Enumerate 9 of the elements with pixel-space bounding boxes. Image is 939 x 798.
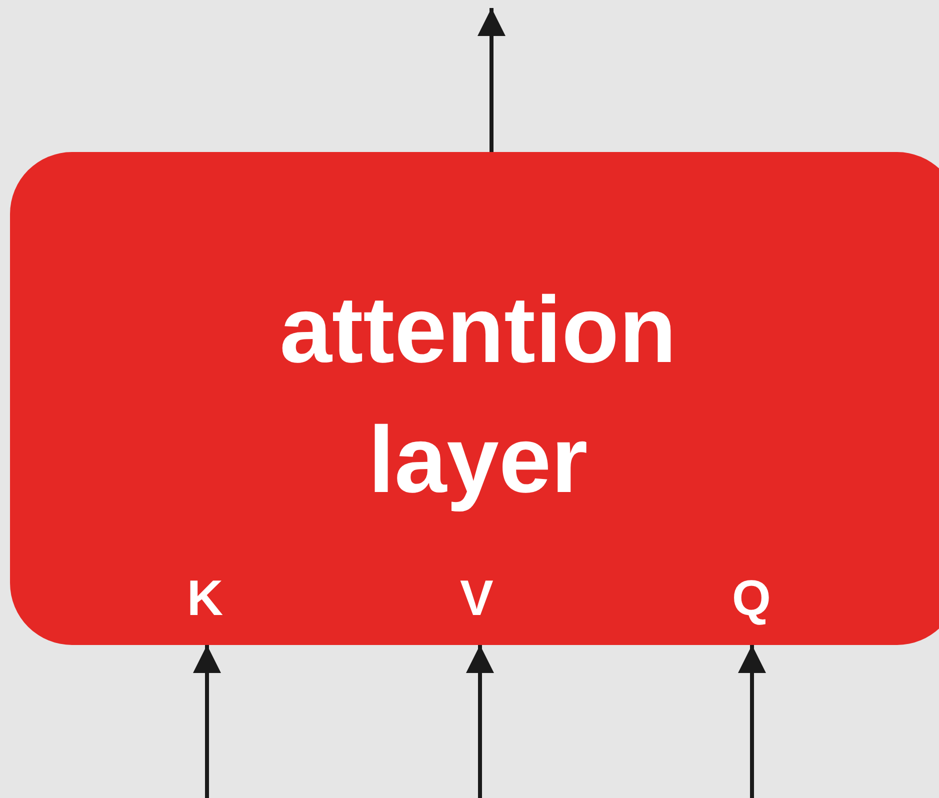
input-label: K bbox=[187, 570, 224, 626]
arrow bbox=[466, 645, 494, 798]
attention-box bbox=[10, 152, 939, 645]
input-label: Q bbox=[732, 570, 771, 626]
arrow bbox=[478, 8, 506, 152]
input-label: V bbox=[460, 570, 494, 626]
arrow bbox=[738, 645, 766, 798]
arrow bbox=[193, 645, 221, 798]
box-title: attention layer bbox=[278, 276, 678, 514]
